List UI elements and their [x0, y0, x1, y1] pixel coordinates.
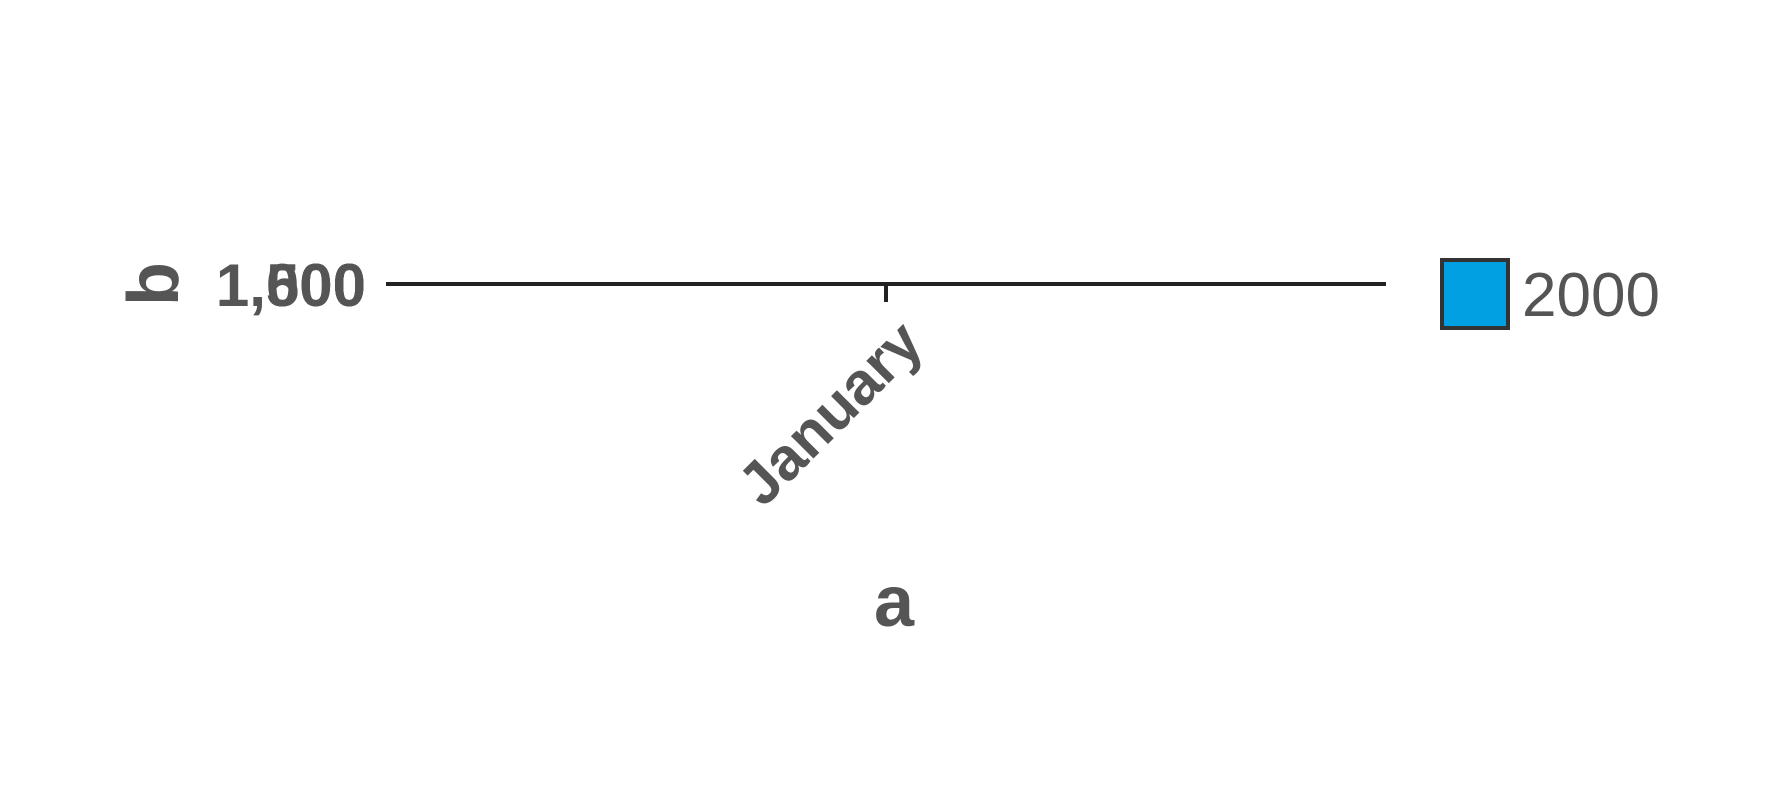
- y-tick-label: 1,000: [216, 252, 366, 319]
- legend-label: 2000: [1522, 261, 1660, 330]
- legend: 2000: [1440, 258, 1660, 330]
- y-tick-label: 0: [333, 252, 366, 319]
- legend-swatch: [1440, 258, 1510, 330]
- y-tick-label: 1,500: [216, 252, 366, 319]
- y-axis-title: b: [114, 262, 194, 306]
- x-axis-title: a: [874, 562, 915, 642]
- x-tick-label: January: [725, 307, 936, 518]
- plot-area: [386, 282, 1386, 302]
- x-axis-tick-labels: January: [725, 307, 936, 518]
- y-tick-label: 500: [266, 252, 366, 319]
